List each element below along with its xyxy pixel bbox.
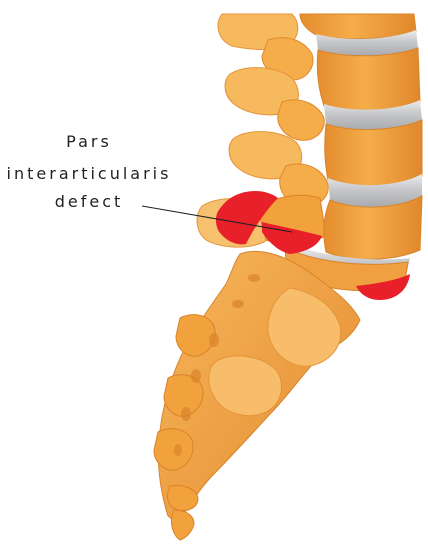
sacral-foramen-2 — [232, 300, 244, 308]
sacral-foramen-5 — [181, 407, 191, 421]
facet-2 — [278, 100, 324, 140]
label-line-3: defect — [0, 192, 178, 212]
label-line-2: interarticularis — [0, 164, 178, 184]
sacral-foramen-6 — [174, 444, 182, 456]
sacral-foramen-1 — [248, 274, 260, 282]
coccyx-segment-2 — [171, 510, 194, 540]
label-line-1: Pars — [0, 132, 178, 152]
sacral-foramen-4 — [191, 369, 201, 383]
vertebral-body-3 — [325, 120, 422, 186]
sacral-foramen-3 — [209, 333, 219, 347]
sacrum — [154, 251, 360, 524]
vertebral-body-2 — [317, 48, 420, 110]
